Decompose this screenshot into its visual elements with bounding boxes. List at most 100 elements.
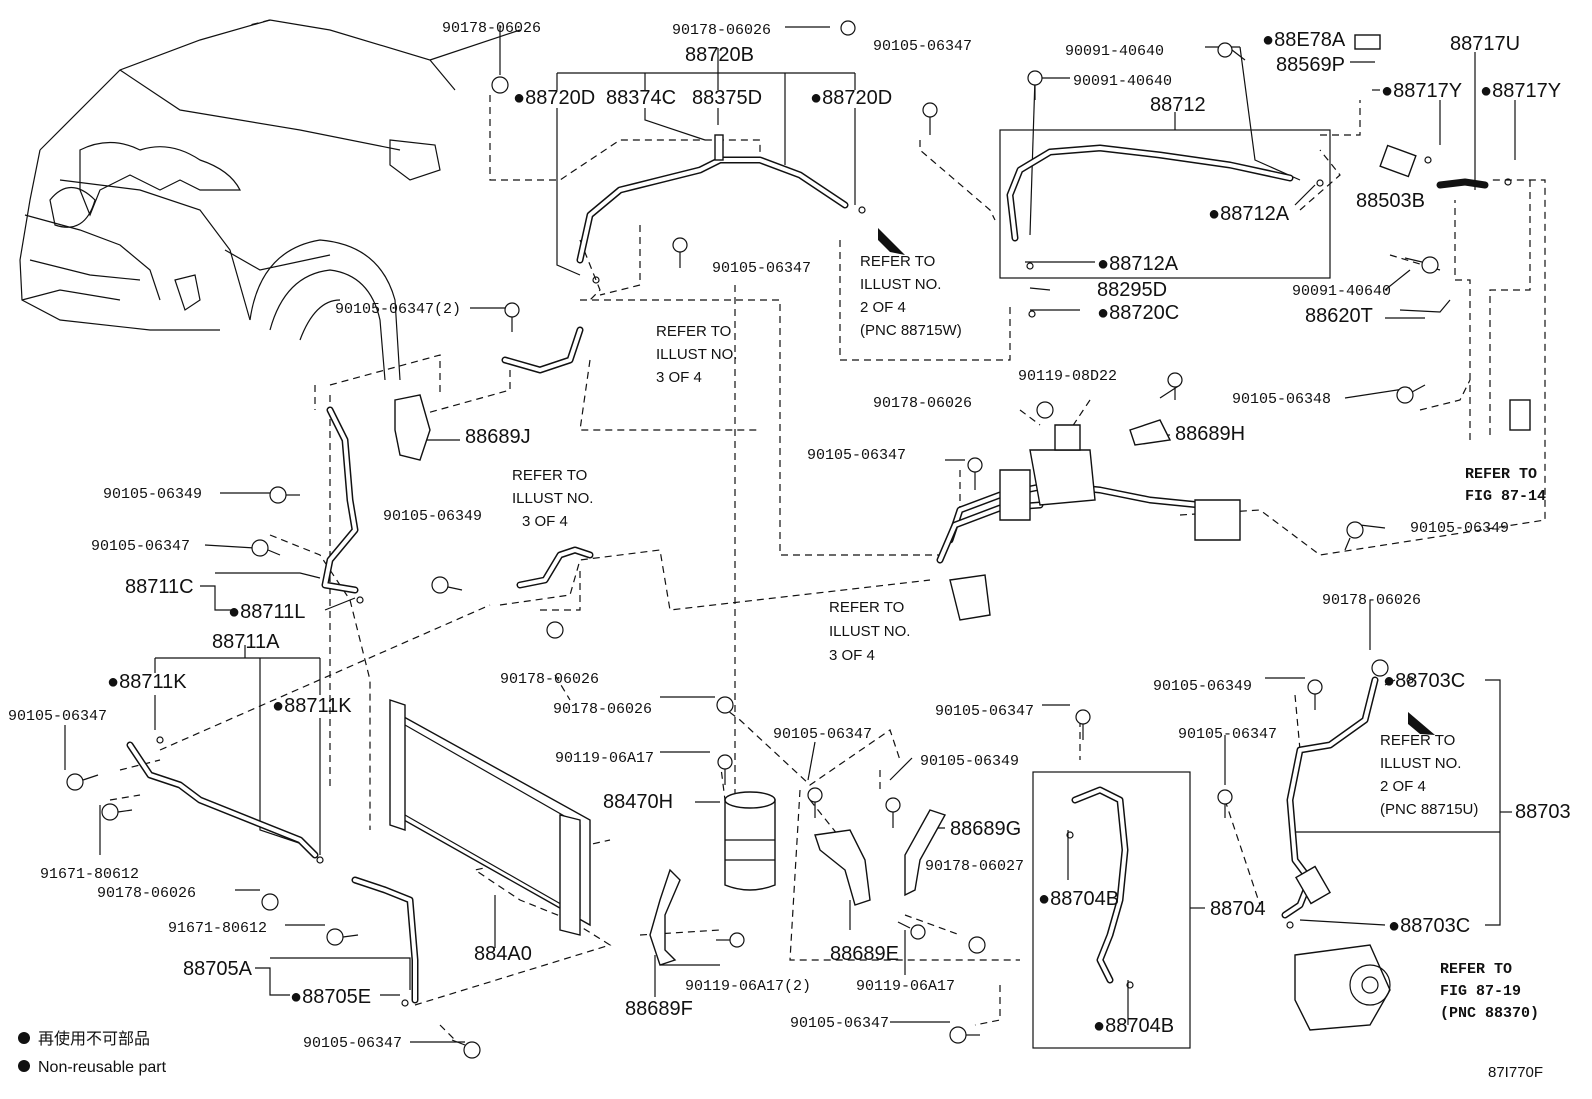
part-label: 90105-06349 — [1153, 678, 1252, 695]
part-label: 88620T — [1305, 305, 1373, 327]
bolt-icon — [1167, 372, 1183, 400]
bracket-88689g — [904, 809, 947, 897]
bolt-icon — [66, 773, 99, 791]
bolt-icon — [451, 1039, 481, 1059]
part-label: 90105-06347 — [712, 260, 811, 277]
part-label: 88689H — [1175, 423, 1245, 445]
part-label: 90119-06A17 — [555, 750, 654, 767]
part-label: 88569P — [1276, 54, 1345, 76]
bolt-icon — [922, 102, 938, 135]
part-label: 88689J — [465, 426, 531, 448]
part-label: ●88720D — [810, 87, 892, 109]
bracket-88689j — [394, 394, 431, 461]
non-reusable-bullet-icon — [18, 1060, 30, 1072]
bolt-icon — [1344, 521, 1364, 551]
part-label: 88470H — [603, 791, 673, 813]
part-label: 90105-06349 — [1410, 520, 1509, 537]
nut-icon — [261, 893, 279, 911]
reference-note-line: REFER TO — [512, 467, 587, 484]
fasteners — [66, 20, 1512, 1059]
part-label: 90105-06347 — [773, 726, 872, 743]
part-label: 91671-80612 — [168, 920, 267, 937]
bolt-icon — [1404, 256, 1439, 274]
part-label: 90105-06347 — [873, 38, 972, 55]
nut-icon — [491, 76, 509, 94]
reference-note-line: 2 OF 4 — [1380, 778, 1426, 795]
part-label: 90178-06026 — [873, 395, 972, 412]
part-label: 88295D — [1097, 279, 1167, 301]
components — [389, 34, 1531, 1031]
part-label: ●88703C — [1388, 915, 1470, 937]
reference-note-line: 3 OF 4 — [522, 513, 568, 530]
part-labels: 90178-06026 90178-06026 88720B ●88720D 8… — [8, 20, 1571, 1052]
bolt-icon — [1217, 789, 1233, 818]
part-label: 90105-06347 — [935, 703, 1034, 720]
part-label: 90105-06347 — [790, 1015, 889, 1032]
part-label: 90105-06347 — [8, 708, 107, 725]
nut-icon — [716, 696, 734, 714]
part-label: 884A0 — [474, 943, 532, 965]
part-label: ●88711K — [107, 671, 187, 693]
part-label: ●88717Y — [1480, 80, 1561, 102]
receiver-88470h — [724, 791, 776, 891]
bracket-88689f — [649, 868, 681, 966]
part-label: 88717U — [1450, 33, 1520, 55]
non-reusable-bullet-icon — [18, 1032, 30, 1044]
expansion-valve-block — [949, 424, 1241, 621]
part-label: ●88E78A — [1262, 29, 1346, 51]
part-label: 88689F — [625, 998, 693, 1020]
reference-note-line: REFER TO — [1440, 961, 1512, 978]
reference-note-line: (PNC 88370) — [1440, 1005, 1539, 1022]
part-label: ●88712A — [1208, 203, 1290, 225]
part-label: 88720B — [685, 44, 754, 66]
bolt-icon — [807, 787, 823, 818]
arrow-icon — [1408, 712, 1435, 735]
refrigerant-pipes — [126, 144, 1489, 1004]
vehicle-front-sketch — [19, 19, 521, 381]
condenser-884a0 — [389, 699, 591, 936]
legend: 再使用不可部品 Non-reusable part — [18, 1030, 167, 1076]
part-label: 90105-06349 — [920, 753, 1019, 770]
part-label: 88503B — [1356, 190, 1425, 212]
reference-note-line: ILLUST NO. — [1380, 755, 1461, 772]
part-label: ●88704B — [1093, 1015, 1174, 1037]
part-label: ●88711L — [228, 601, 305, 623]
nut-icon — [1036, 401, 1054, 419]
part-label: 90091-40640 — [1065, 43, 1164, 60]
part-label: 90178-06026 — [442, 20, 541, 37]
nut-icon — [1371, 659, 1389, 677]
bolt-icon — [101, 803, 133, 821]
part-label: 90105-06347 — [1178, 726, 1277, 743]
diagram-code: 87I770F — [1488, 1064, 1543, 1081]
part-label: 90178-06026 — [672, 22, 771, 39]
bolt-icon — [885, 797, 901, 828]
part-label: 88374C — [606, 87, 676, 109]
part-label: 90105-06349 — [103, 486, 202, 503]
nut-icon — [546, 621, 564, 639]
bolt-icon — [897, 921, 926, 940]
part-label: 88689G — [950, 818, 1021, 840]
part-label: 90105-06348 — [1232, 391, 1331, 408]
bolt-icon — [1217, 42, 1246, 61]
reference-note-line: 3 OF 4 — [656, 369, 702, 386]
part-label: 90119-06A17(2) — [685, 978, 811, 995]
bolt-icon — [717, 754, 733, 785]
part-label: 88705A — [183, 958, 253, 980]
part-label: 90119-06A17 — [856, 978, 955, 995]
part-label: 88704 — [1210, 898, 1266, 920]
reference-note-line: (PNC 88715W) — [860, 322, 962, 339]
reference-note-line: ILLUST NO. — [512, 490, 593, 507]
reference-note-line: REFER TO — [656, 323, 731, 340]
bolt-icon — [1396, 384, 1426, 404]
reference-note-line: FIG 87-19 — [1440, 983, 1521, 1000]
part-label: 90105-06347 — [91, 538, 190, 555]
bolt-icon — [1307, 679, 1323, 710]
bolt-icon — [949, 1026, 980, 1044]
part-label: 88375D — [692, 87, 762, 109]
reference-note-line: ILLUST NO. — [829, 623, 910, 640]
part-label: 90178-06026 — [500, 671, 599, 688]
part-label: 90105-06347(2) — [335, 301, 461, 318]
part-label: ●88720C — [1097, 302, 1179, 324]
bolt-icon — [1075, 709, 1091, 740]
